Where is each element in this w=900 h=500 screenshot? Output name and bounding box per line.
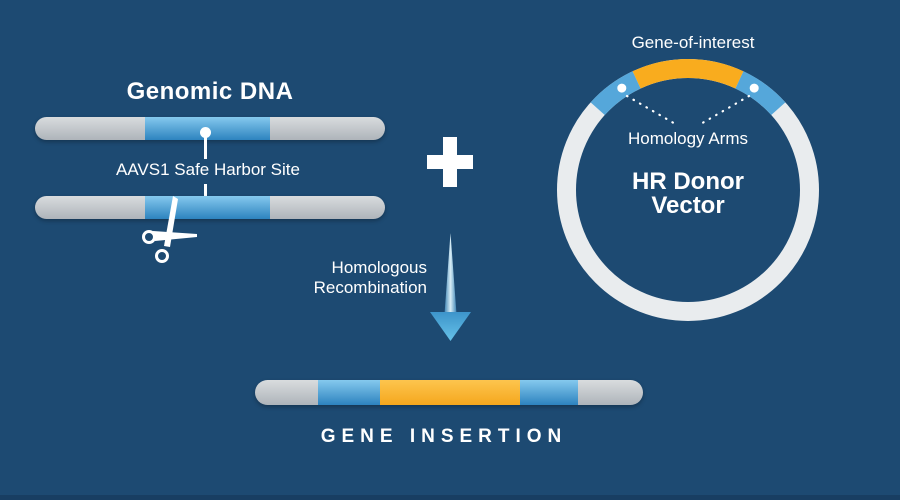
hr-donor-vector-label-line2: Vector: [651, 192, 725, 219]
process-label-line1: Homologous: [331, 258, 427, 277]
homology-arms-label: Homology Arms: [628, 129, 748, 148]
gene-insertion-bar: [255, 380, 643, 405]
homologous-recombination-label: Homologous Recombination: [230, 258, 427, 298]
genomic-dna-bar-bottom: [35, 196, 385, 219]
site-marker-line-bottom: [204, 184, 207, 204]
hr-donor-vector-ring: [557, 59, 819, 321]
aavs1-site-label: AAVS1 Safe Harbor Site: [116, 160, 300, 179]
homology-arm-segment-left: [318, 380, 380, 405]
callout-dotted-line-left: [625, 94, 679, 127]
down-arrow-icon: [430, 233, 471, 341]
site-marker-dot-top: [200, 127, 211, 138]
homology-arm-dot-right: [749, 83, 759, 93]
process-label-line2: Recombination: [313, 278, 427, 297]
scissors-icon: [142, 196, 197, 263]
gene-insertion-title: GENE INSERTION: [320, 426, 568, 447]
homology-arm-arc-right: [735, 71, 786, 116]
site-marker-line-top: [204, 136, 207, 159]
footer-strip: [0, 495, 900, 500]
plus-icon: [427, 137, 473, 187]
inserted-gene-segment: [380, 380, 520, 405]
callout-dotted-line-right: [697, 94, 751, 127]
genomic-dna-title: Genomic DNA: [126, 78, 294, 105]
hr-donor-vector-label-line1: HR Donor: [632, 168, 744, 195]
homology-arm-dot-left: [617, 83, 627, 93]
homology-arm-arc-left: [590, 71, 641, 116]
gene-of-interest-arc: [632, 59, 744, 89]
homology-arm-segment-right: [520, 380, 578, 405]
hr-donor-vector-label: HR Donor Vector: [588, 170, 788, 218]
gene-of-interest-label: Gene-of-interest: [631, 33, 755, 52]
